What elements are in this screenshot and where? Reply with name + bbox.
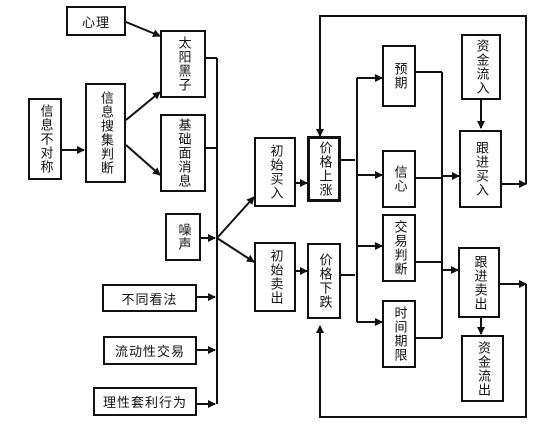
feedback-loop-bottom — [316, 284, 527, 418]
arrow-search-to-fundamental — [125, 144, 161, 176]
node-trade-judgement: 交易判断 — [382, 214, 416, 282]
node-follow-sell: 跟进卖出 — [458, 247, 500, 318]
arrow-psychology-to-sunspot — [125, 21, 161, 38]
node-psychology: 心理 — [66, 6, 126, 36]
node-rational-arbitrage: 理性套利行为 — [93, 387, 197, 416]
node-fund-outflow: 资金流出 — [461, 335, 504, 402]
node-price-rise: 价格上涨 — [307, 136, 341, 202]
node-sunspot: 太阳黑子 — [160, 30, 206, 98]
node-info-search: 信息搜集判断 — [85, 83, 126, 183]
node-liquidity-trading: 流动性交易 — [103, 336, 197, 365]
node-fundamental-news: 基础面消息 — [160, 114, 206, 192]
node-price-fall: 价格下跌 — [307, 243, 341, 319]
node-confidence: 信心 — [382, 150, 416, 208]
node-fund-inflow: 资金流入 — [461, 34, 501, 100]
arrow-to-initial-buy — [216, 196, 255, 239]
node-initial-buy: 初始买入 — [254, 137, 296, 207]
node-info-asymmetry: 信息不对称 — [28, 98, 62, 180]
node-expectation: 预期 — [382, 45, 416, 107]
node-initial-sell: 初始卖出 — [254, 242, 296, 312]
node-follow-buy: 跟进买入 — [459, 130, 502, 208]
feedback-loop-top — [316, 15, 527, 184]
node-time-horizon: 时间期限 — [382, 300, 416, 368]
arrow-to-initial-sell — [216, 237, 255, 263]
node-different-views: 不同看法 — [102, 284, 197, 312]
node-noise: 噪声 — [165, 213, 201, 261]
arrow-search-to-sunspot — [125, 91, 161, 121]
